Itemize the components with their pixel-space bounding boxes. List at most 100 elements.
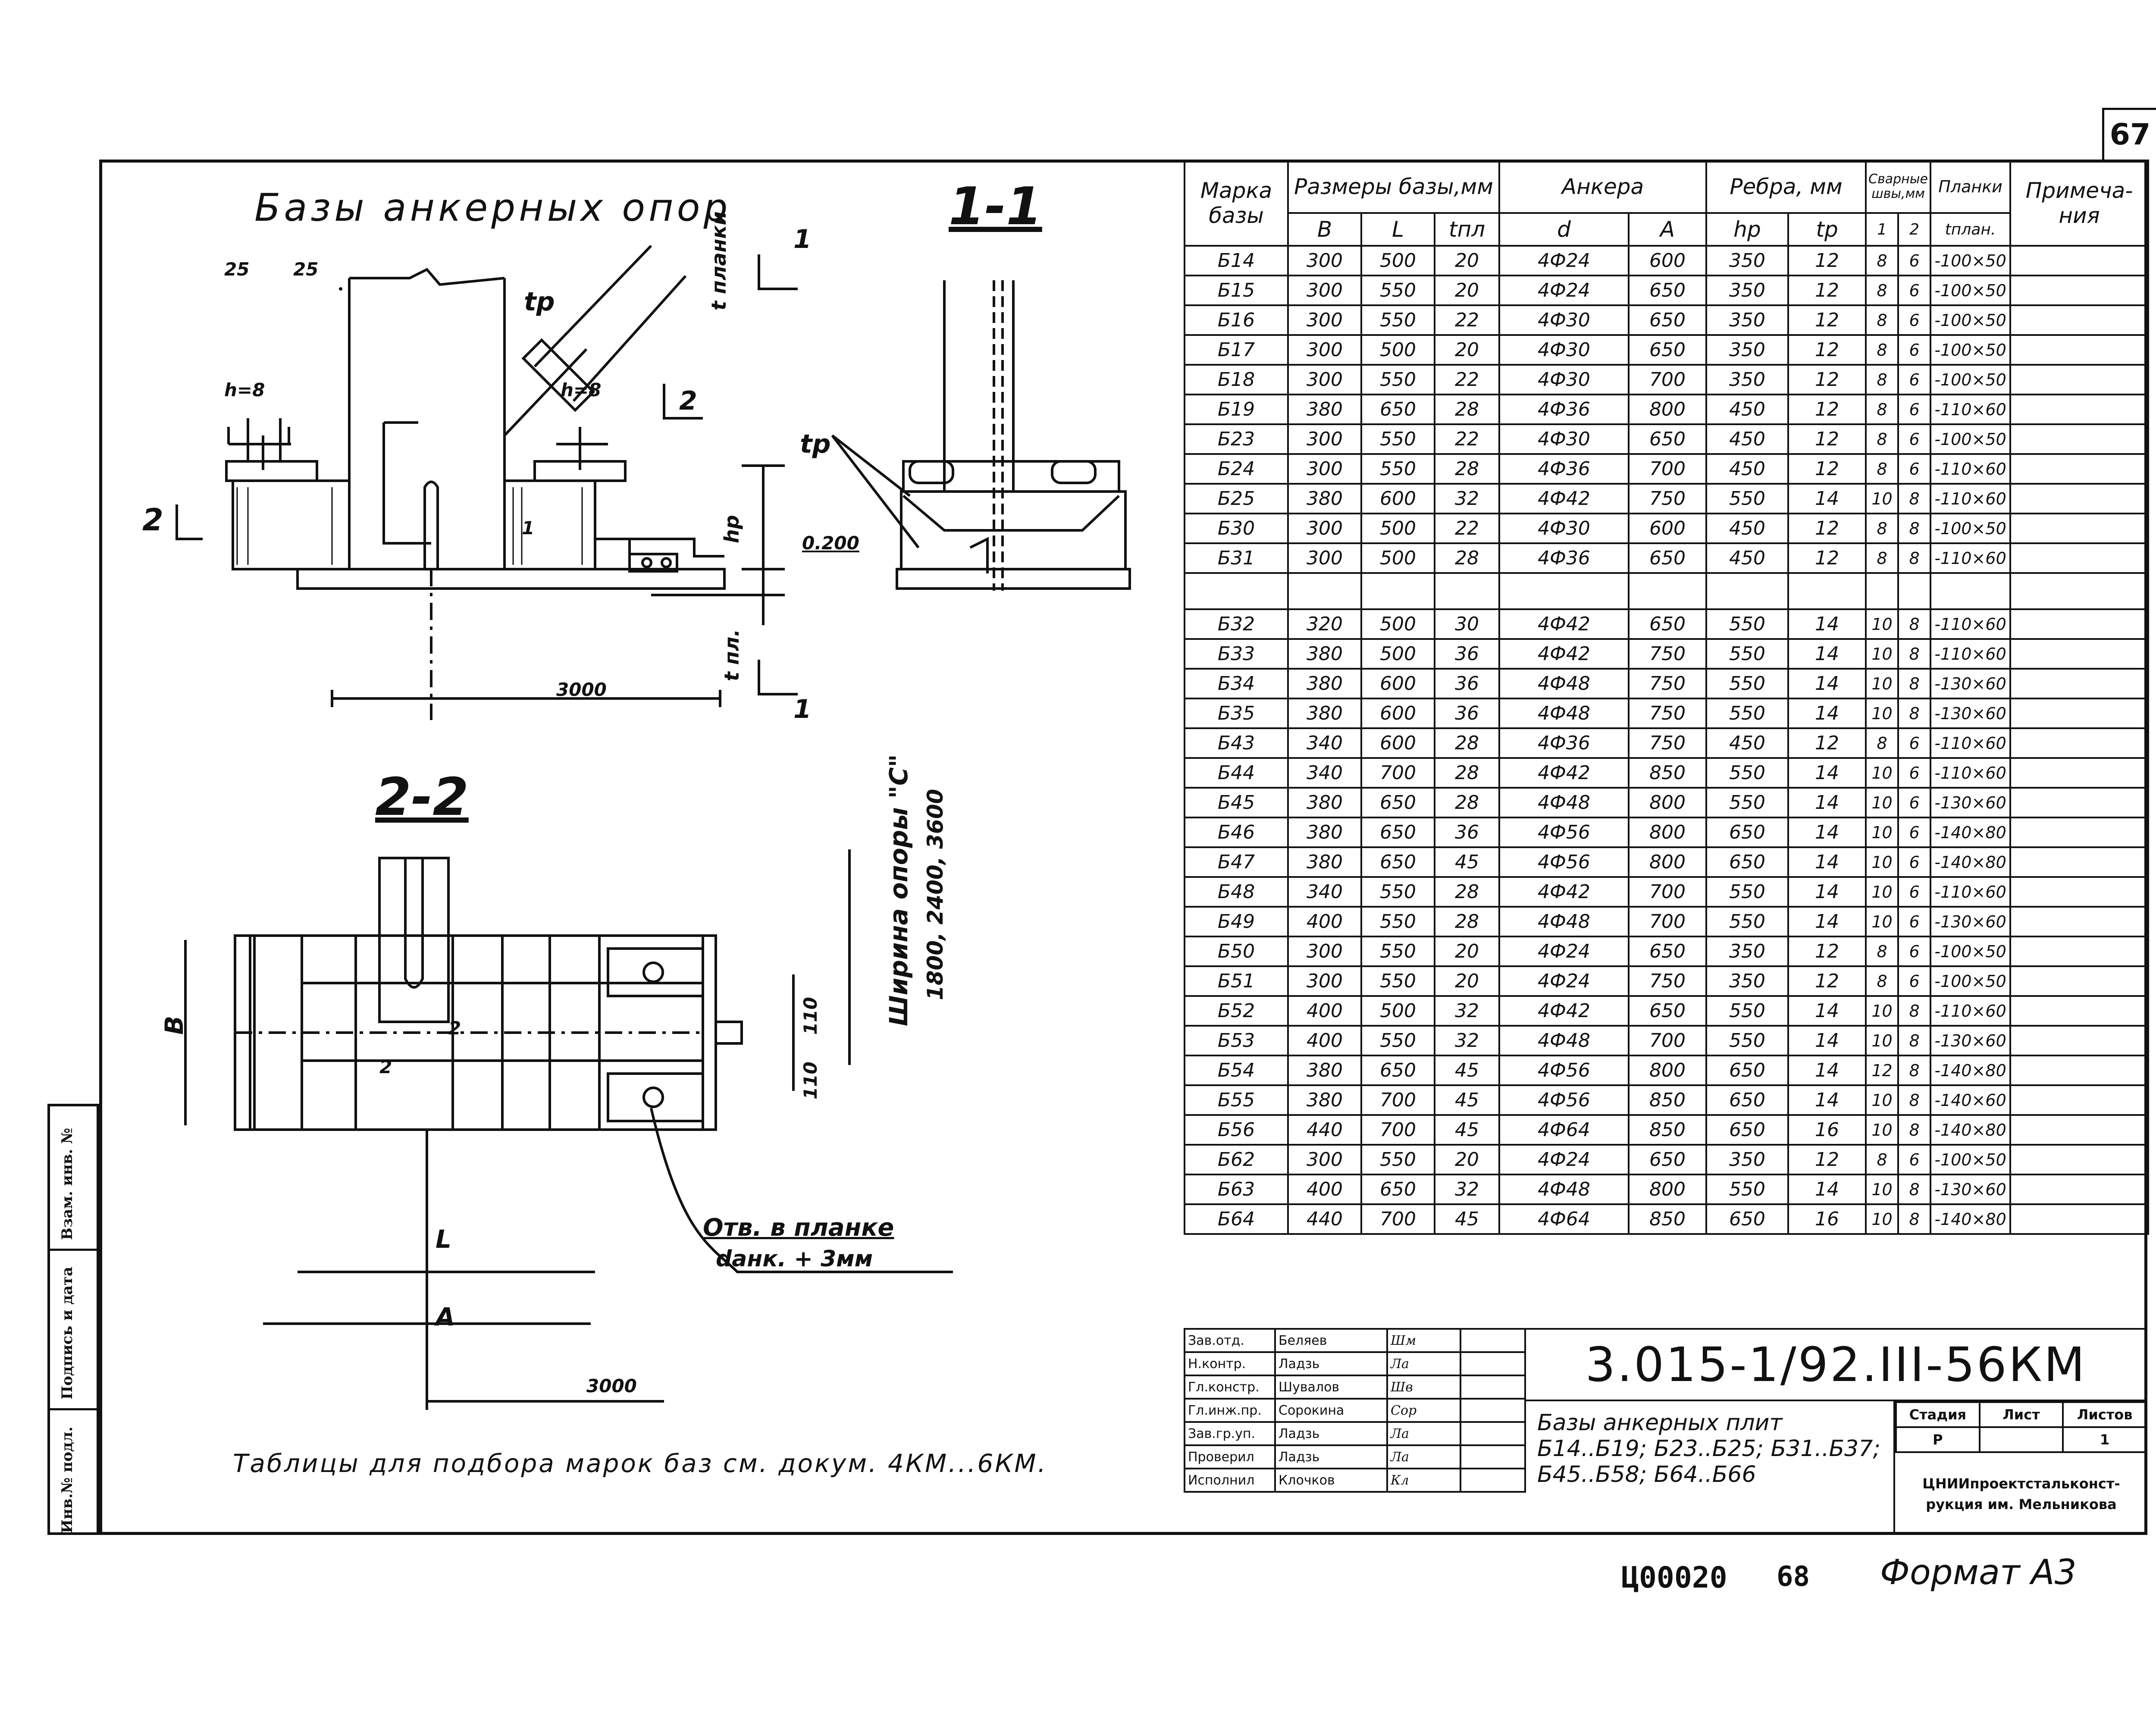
cell-hp: 350: [1705, 334, 1789, 366]
cell-w2: 8: [1897, 542, 1932, 574]
cell-hp: 550: [1705, 608, 1789, 640]
cell-l: 500: [1360, 334, 1435, 366]
sig-role: Н.контр.: [1184, 1351, 1276, 1376]
cell-plate: -100×50: [1930, 364, 2012, 395]
cell-plate: -110×60: [1930, 638, 2012, 670]
cell-plate: -130×60: [1930, 1174, 2012, 1205]
cell-note: [2009, 1084, 2150, 1116]
cell-plate: -100×50: [1930, 513, 2012, 544]
weld-label-1: 1: [522, 517, 535, 539]
cell-note: [2009, 668, 2150, 699]
cell-tp: 14: [1787, 608, 1867, 640]
cell-b: 300: [1287, 542, 1362, 574]
cell-tpl: 22: [1434, 513, 1500, 544]
cell-d: 4Ф48: [1498, 787, 1630, 818]
cell-w1: 10: [1865, 698, 1899, 729]
cell-l: 600: [1360, 727, 1435, 759]
cell-d: [1498, 572, 1630, 610]
cell-w2: 6: [1897, 965, 1932, 997]
cell-w2: 8: [1897, 1203, 1932, 1235]
cell-w2: 6: [1897, 423, 1932, 455]
cell-mark: Б32: [1184, 608, 1289, 640]
sig-date: [1460, 1468, 1526, 1493]
cell-tpl: 28: [1434, 876, 1500, 908]
hdr-tpl: tпл: [1434, 212, 1500, 247]
cell-tp: 12: [1787, 304, 1867, 336]
sig-date: [1460, 1421, 1526, 1446]
cell-l: 550: [1360, 1025, 1435, 1056]
cell-tp: 14: [1787, 1055, 1867, 1086]
cell-mark: Б46: [1184, 817, 1289, 848]
cell-tpl: 28: [1434, 394, 1500, 425]
cell-d: 4Ф36: [1498, 727, 1630, 759]
cell-tpl: 22: [1434, 364, 1500, 395]
cell-note: [2009, 757, 2150, 789]
cell-w2: 6: [1897, 453, 1932, 485]
cell-tp: 12: [1787, 965, 1867, 997]
sig-date: [1460, 1398, 1526, 1423]
cell-hp: 550: [1705, 698, 1789, 729]
cell-tp: 14: [1787, 906, 1867, 937]
cell-l: 500: [1360, 542, 1435, 574]
right-planka: [594, 481, 724, 569]
sig-signature: Кл: [1386, 1468, 1461, 1493]
cell-tp: 14: [1787, 876, 1867, 908]
sig-person: Ладзь: [1274, 1351, 1388, 1376]
cell-w2: 6: [1897, 334, 1932, 366]
cell-w1: 8: [1865, 513, 1899, 544]
cell-a: [1627, 572, 1708, 610]
hole-note-1: Отв. в планке: [703, 1214, 894, 1242]
cell-mark: Б53: [1184, 1025, 1289, 1056]
cell-l: 500: [1360, 513, 1435, 544]
cell-hp: 550: [1705, 483, 1789, 514]
cell-tp: 12: [1787, 513, 1867, 544]
cell-b: 380: [1287, 846, 1362, 878]
cell-plate: -140×80: [1930, 1114, 2012, 1146]
cell-mark: Б47: [1184, 846, 1289, 878]
cell-w1: 8: [1865, 542, 1899, 574]
cell-tpl: 20: [1434, 936, 1500, 967]
cell-tp: 12: [1787, 334, 1867, 366]
cell-b: 300: [1287, 275, 1362, 306]
cell-w1: 10: [1865, 876, 1899, 908]
cell-w1: 10: [1865, 1174, 1899, 1205]
cell-plate: -110×60: [1930, 483, 2012, 514]
cell-w1: 10: [1865, 817, 1899, 848]
left-sidebar: Взам. инв. № Подпись и дата Инв.№ подл.: [47, 1104, 102, 1535]
dim-3000-top: 3000: [556, 679, 607, 700]
technical-drawing: [175, 244, 1131, 1410]
cell-a: 700: [1627, 364, 1708, 395]
sig-date: [1460, 1351, 1526, 1376]
cell-w2: 6: [1897, 245, 1932, 276]
hdr-anchors: Анкера: [1498, 160, 1708, 214]
cell-b: 340: [1287, 757, 1362, 789]
inv-no-label: Инв.№ подл.: [59, 1426, 76, 1533]
cell-plate: -110×60: [1930, 727, 2012, 759]
cell-a: 750: [1627, 727, 1708, 759]
cell-note: [2009, 1025, 2150, 1056]
cell-a: 700: [1627, 876, 1708, 908]
cell-note: [2009, 727, 2150, 759]
section-2-label: 2-2: [375, 767, 469, 827]
cell-mark: Б17: [1184, 334, 1289, 366]
cell-a: 650: [1627, 995, 1708, 1027]
cell-tpl: 45: [1434, 1203, 1500, 1235]
cell-d: 4Ф64: [1498, 1203, 1630, 1235]
cell-b: 400: [1287, 995, 1362, 1027]
cell-b: 300: [1287, 1144, 1362, 1175]
cell-plate: -130×60: [1930, 698, 2012, 729]
cell-w1: 10: [1865, 1025, 1899, 1056]
cell-mark: Б31: [1184, 542, 1289, 574]
left-rib-block: [232, 479, 351, 570]
stage-header: Стадия: [1895, 1401, 1981, 1428]
cell-a: 750: [1627, 668, 1708, 699]
cell-b: 300: [1287, 364, 1362, 395]
